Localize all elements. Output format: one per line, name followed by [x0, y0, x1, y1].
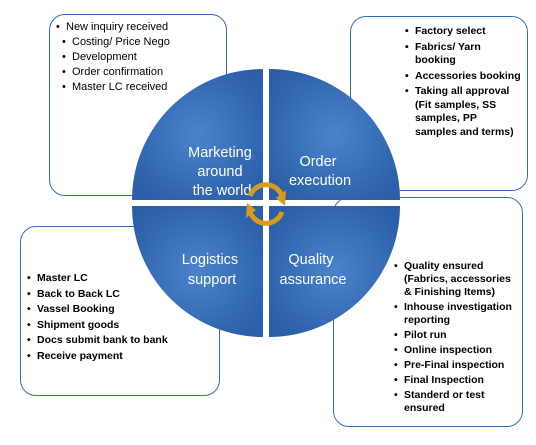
list-item: Vassel Booking — [27, 303, 213, 317]
list-item: Quality ensured (Fabrics, accessories & … — [394, 260, 518, 299]
quadrant-label-marketing: Marketing around the world — [188, 145, 256, 199]
list-item: Back to Back LC — [27, 288, 213, 302]
list-item: Pilot run — [394, 329, 518, 342]
quadrant-logistics — [132, 206, 263, 337]
list-item: Fabrics/ Yarn booking — [405, 41, 521, 68]
list-item: Online inspection — [394, 344, 518, 357]
list-item: Development — [56, 50, 220, 64]
quadrant-quality — [269, 206, 400, 337]
quadrant-marketing — [132, 69, 263, 200]
list-item: Accessories booking — [405, 70, 521, 84]
list-item: Order confirmation — [56, 65, 220, 79]
quadrant-label-logistics: Logistics support — [182, 252, 242, 288]
quadrant-label-order: Order execution — [289, 154, 351, 189]
list-item: Receive payment — [27, 350, 213, 364]
list-item: Pre-Final inspection — [394, 359, 518, 372]
list-item: Shipment goods — [27, 319, 213, 333]
list-item: Final Inspection — [394, 374, 518, 387]
list-item: Costing/ Price Nego — [56, 35, 220, 49]
list-item: Factory select — [405, 25, 521, 39]
quality-notes-box: Quality ensured (Fabrics, accessories & … — [333, 197, 523, 427]
list-item: Taking all approval (Fit samples, SS sam… — [405, 85, 521, 139]
list-item: Standerd or test ensured — [394, 389, 518, 415]
list-item: Inhouse investigation reporting — [394, 301, 518, 327]
list-item: Master LC received — [56, 80, 220, 94]
list-item: Docs submit bank to bank — [27, 334, 213, 348]
cycle-arrows-icon — [246, 182, 286, 226]
quadrant-order — [269, 69, 400, 200]
list-item: New inquiry received — [56, 20, 220, 34]
order-notes-box: Factory select Fabrics/ Yarn booking Acc… — [350, 16, 528, 191]
quadrant-label-quality: Quality assurance — [280, 252, 347, 288]
list-item: Master LC — [27, 272, 213, 286]
